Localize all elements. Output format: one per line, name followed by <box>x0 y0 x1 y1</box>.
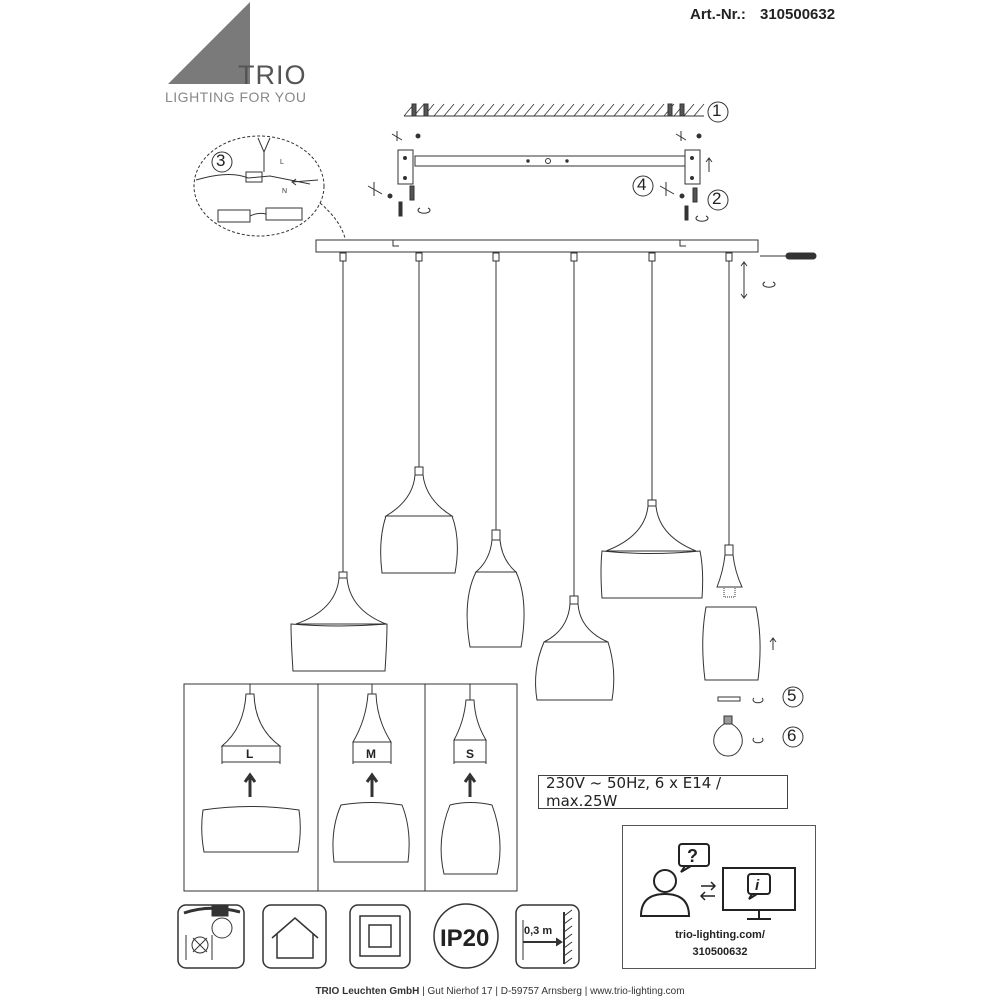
wire-label-n: N <box>282 188 287 195</box>
ceiling-hatch <box>403 103 705 117</box>
step-1-marker <box>707 101 729 123</box>
shade-small-1 <box>466 529 525 648</box>
ip20-icon <box>433 903 499 969</box>
shade-medium-1 <box>380 466 458 574</box>
online-help-icon: ? i <box>639 843 796 920</box>
brand-name: TRIO <box>238 60 307 90</box>
pendant-cords <box>339 252 733 596</box>
screwdriver-icon <box>740 252 817 299</box>
step-5-marker <box>782 686 804 708</box>
brand-tagline: LIGHTING FOR YOU <box>165 89 307 105</box>
bulb-icon <box>713 715 764 757</box>
screw-icon <box>391 131 702 141</box>
footer-city: D-59757 Arnsberg <box>500 986 582 997</box>
step-3-label: 3 <box>216 151 226 170</box>
shade-large-1 <box>290 571 388 672</box>
min-distance-icon <box>515 904 580 969</box>
protection-class-2-icon <box>349 904 411 969</box>
svg-text:i: i <box>755 877 760 894</box>
support-article-number: 310500632 <box>692 946 748 958</box>
article-number-label: Art.-Nr.: <box>690 6 746 23</box>
step-4-label: 4 <box>637 175 647 194</box>
indoor-use-icon <box>262 904 327 969</box>
step-3-marker <box>211 151 233 173</box>
svg-text:?: ? <box>687 846 698 866</box>
step-1-label: 1 <box>712 101 722 120</box>
step-4-marker <box>632 175 654 197</box>
step-5-label: 5 <box>787 686 797 705</box>
not-for-insulated-ceiling-icon <box>177 904 245 969</box>
trio-logo-icon <box>168 2 250 84</box>
wire-label-l: L <box>280 159 284 166</box>
step-6-label: 6 <box>787 726 797 745</box>
footer-address: Gut Nierhof 17 <box>427 986 493 997</box>
shade-large-2 <box>600 499 704 599</box>
footer: TRIO Leuchten GmbH | Gut Nierhof 17 | D-… <box>315 986 685 997</box>
step-6-marker <box>782 726 804 748</box>
support-url[interactable]: trio-lighting.com/ <box>675 929 765 941</box>
footer-company: TRIO Leuchten GmbH <box>315 986 420 997</box>
step-2-label: 2 <box>712 189 722 208</box>
ip-rating-label: IP20 <box>440 925 489 952</box>
wiring-detail-bubble: L N <box>193 135 346 239</box>
distance-label: 0,3 m <box>524 925 552 937</box>
ring-icon <box>717 696 764 704</box>
step-2-marker <box>707 189 729 211</box>
size-label-s: S <box>466 747 474 761</box>
footer-website[interactable]: www.trio-lighting.com <box>590 986 685 997</box>
support-info-box: ? i trio-lighting.com/ 310500632 <box>622 825 816 969</box>
screw-anchor-icon <box>367 182 709 222</box>
mounting-bracket <box>397 149 713 185</box>
shade-small-exploded <box>702 544 777 681</box>
size-table <box>183 683 518 892</box>
electrical-spec: 230V ~ 50Hz, 6 x E14 / max.25W <box>538 774 788 810</box>
canopy-bar <box>315 239 759 253</box>
article-number: 310500632 <box>760 6 836 23</box>
size-label-l: L <box>246 747 253 761</box>
shade-medium-2 <box>535 595 615 701</box>
size-label-m: M <box>366 747 376 761</box>
